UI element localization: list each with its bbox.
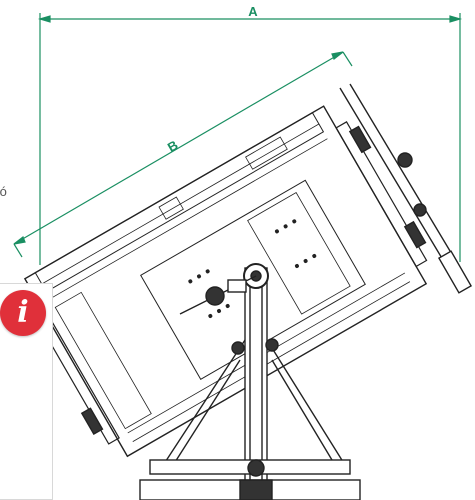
info-button[interactable]: i <box>0 290 46 336</box>
support-frame <box>139 263 361 500</box>
machine-body <box>23 105 428 458</box>
dimension-b-label: B <box>165 137 181 155</box>
dimension-b <box>13 51 353 258</box>
side-arm <box>339 83 473 294</box>
info-icon: i <box>17 295 29 330</box>
side-text: tó <box>0 184 7 199</box>
dimension-a <box>37 13 463 265</box>
lever <box>179 275 257 315</box>
dimension-a-label: A <box>248 4 258 19</box>
